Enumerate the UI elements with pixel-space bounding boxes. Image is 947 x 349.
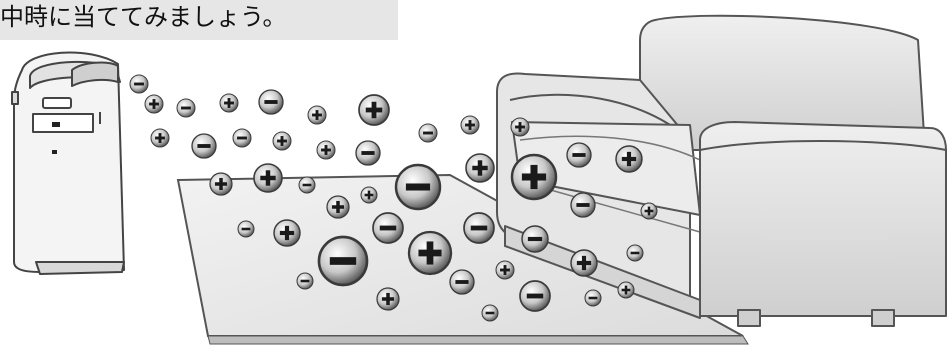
positive-ion-icon [461, 116, 479, 134]
positive-ion-icon [274, 220, 300, 246]
negative-ion-icon [450, 270, 474, 294]
negative-ion-icon [419, 124, 437, 142]
negative-ion-icon [177, 99, 195, 117]
positive-ion-icon [616, 146, 642, 172]
negative-ion-icon [571, 193, 595, 217]
negative-ion-icon [259, 90, 283, 114]
positive-ion-icon [511, 118, 529, 136]
negative-ion-icon [233, 129, 251, 147]
negative-ion-icon [356, 141, 380, 165]
positive-ion-icon [466, 154, 494, 182]
positive-ion-icon [512, 155, 556, 199]
positive-ion-icon [496, 261, 514, 279]
positive-ion-icon [641, 203, 657, 219]
negative-ion-icon [522, 226, 548, 252]
negative-ion-icon [482, 305, 498, 321]
positive-ion-icon [377, 288, 399, 310]
positive-ion-icon [327, 196, 349, 218]
positive-ion-icon [210, 173, 232, 195]
positive-ion-icon [359, 95, 389, 125]
negative-ion-icon [192, 134, 216, 158]
positive-ion-icon [361, 187, 377, 203]
negative-ion-icon [297, 273, 313, 289]
negative-ion-icon [520, 281, 550, 311]
positive-ion-icon [409, 232, 451, 274]
negative-ion-icon [567, 143, 591, 167]
positive-ion-icon [571, 250, 597, 276]
positive-ion-icon [254, 164, 282, 192]
negative-ion-icon [627, 245, 643, 261]
positive-ion-icon [273, 132, 291, 150]
negative-ion-icon [238, 221, 254, 237]
negative-ion-icon [130, 75, 148, 93]
negative-ion-icon [373, 213, 403, 243]
negative-ion-icon [299, 177, 315, 193]
positive-ion-icon [145, 95, 163, 113]
positive-ion-icon [308, 106, 326, 124]
negative-ion-icon [319, 237, 367, 285]
negative-ion-icon [464, 213, 494, 243]
air-purifier [12, 53, 124, 274]
negative-ion-icon [396, 165, 440, 209]
negative-ion-icon [585, 290, 601, 306]
positive-ion-icon [151, 129, 169, 147]
positive-ion-icon [220, 94, 238, 112]
positive-ion-icon [618, 282, 634, 298]
positive-ion-icon [317, 141, 335, 159]
